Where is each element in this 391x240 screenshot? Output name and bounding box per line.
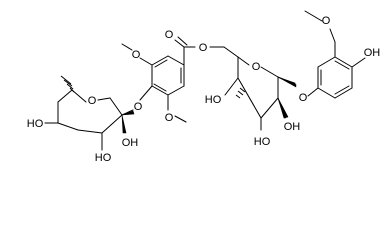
- rhamnose-ring-oxygen-label: O: [88, 95, 97, 107]
- glycosidic-oxygen-phenol-label: O: [299, 92, 308, 104]
- phenol-hydroxyl-label: OH: [364, 47, 381, 59]
- carbonyl-oxygen-label: O: [165, 29, 174, 41]
- glucose-hydroxyl-bottom-label: HO: [254, 136, 271, 148]
- methoxy-oxygen-left-label: O: [132, 49, 141, 61]
- methoxy-oxygen-lower-label: O: [165, 112, 174, 124]
- glucose-ring-oxygen-label: O: [252, 61, 261, 73]
- glucose-hydroxyl-right-label: OH: [284, 121, 301, 133]
- bond-lines: [44, 10, 366, 151]
- wedge-bond-glc-oh: [277, 97, 289, 119]
- stereo-bonds: [60, 75, 297, 134]
- hashed-bond-rha-methyl: [60, 75, 75, 93]
- rhamnose-hydroxyl-right-label: OH: [122, 137, 139, 149]
- methoxy-oxygen-right-label: O: [322, 15, 331, 27]
- wedge-bond-rha-oh: [121, 114, 127, 134]
- ester-oxygen-label: O: [199, 42, 208, 54]
- wedge-bond-glc-anomeric: [277, 76, 297, 88]
- wedge-bond-rha-anomeric: [121, 110, 135, 116]
- rhamnose-hydroxyl-left-label: HO: [27, 118, 44, 130]
- glycosidic-oxygen-rhamnose-label: O: [134, 101, 143, 113]
- hashed-bond-glc-ho: [235, 87, 246, 99]
- glucose-hydroxyl-left-label: HO: [205, 94, 222, 106]
- rhamnose-hydroxyl-mid-label: HO: [95, 152, 112, 164]
- chemical-structure: O O O O O O HO HO OH O HO HO OH O O OH: [27, 10, 381, 164]
- atom-labels: O O O O O O HO HO OH O HO HO OH O O OH: [27, 15, 381, 164]
